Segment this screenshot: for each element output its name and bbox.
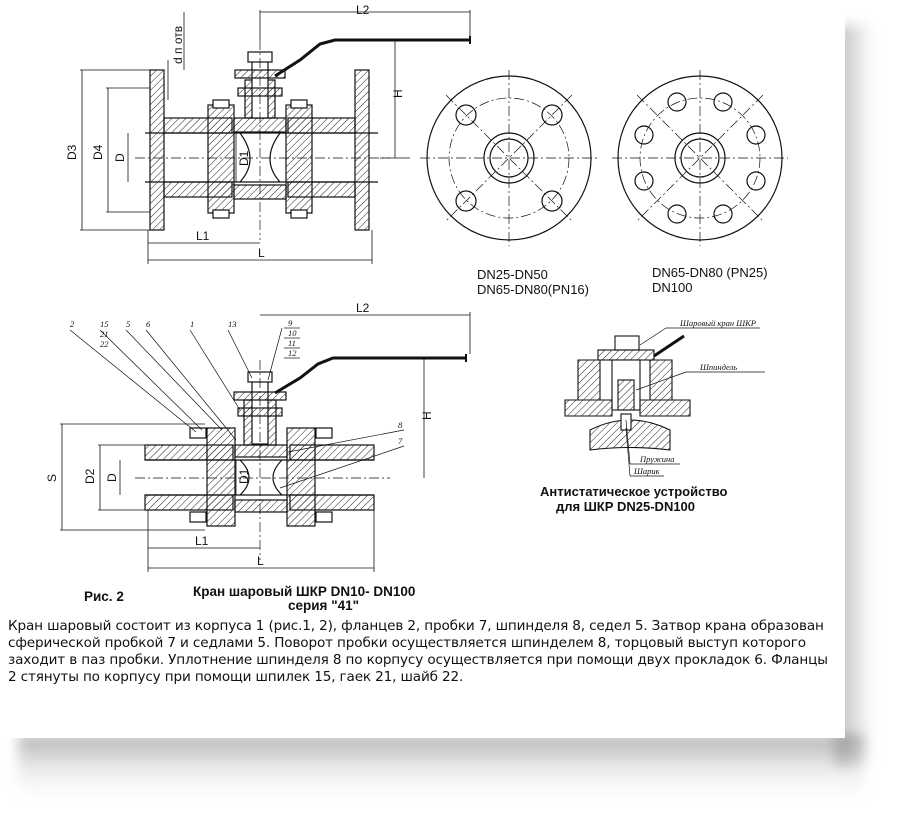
- callout-22: 22: [100, 339, 109, 349]
- label-spring: Пружина: [639, 454, 674, 464]
- dim-d3: D3: [65, 144, 79, 160]
- figure-label: Рис. 2: [84, 589, 124, 604]
- callout-9: 9: [288, 318, 293, 328]
- dim-l2-top: L2: [356, 3, 370, 17]
- label-ball: Шарик: [633, 466, 661, 476]
- flange-caption-left-line2: DN65-DN80(PN16): [477, 282, 589, 297]
- dim-d-bottom: D: [105, 473, 119, 482]
- dim-l-top: L: [258, 246, 265, 260]
- technical-drawing: L2 H D3 D4 D D1 L1 L d п отв: [45, 3, 788, 572]
- callout-5: 5: [126, 319, 130, 329]
- dim-d-n-holes: d п отв: [171, 26, 185, 64]
- flanged-valve-dimension-labels: L2 H D3 D4 D D1 L1 L d п отв: [65, 3, 405, 260]
- antistatic-caption-line2: для ШКР DN25-DN100: [556, 499, 696, 514]
- callout-1: 1: [190, 319, 194, 329]
- figure-title-line1: Кран шаровый ШКР DN10- DN100: [193, 584, 416, 599]
- dim-d1-top: D1: [237, 150, 251, 166]
- dim-l-bottom: L: [257, 554, 264, 568]
- label-spindle: Шпиндель: [699, 362, 737, 372]
- callout-13: 13: [228, 319, 237, 329]
- callout-11: 11: [288, 338, 296, 348]
- label-ball-valve: Шаровый кран ШКР: [679, 318, 756, 328]
- dim-s: S: [45, 474, 59, 482]
- callout-6: 6: [146, 319, 151, 329]
- flange-caption-right-line2: DN100: [652, 280, 693, 295]
- callout-12: 12: [288, 348, 297, 358]
- flange-caption-left-line1: DN25-DN50: [477, 267, 548, 282]
- antistatic-device-detail: [564, 327, 765, 477]
- dim-h-bottom: H: [420, 411, 434, 420]
- flange-face-4-holes: [420, 70, 598, 246]
- dim-d-top: D: [113, 153, 127, 162]
- callout-8: 8: [398, 420, 403, 430]
- figure-title-line2: серия "41": [288, 598, 360, 613]
- threaded-valve-section: [60, 312, 471, 572]
- antistatic-caption-line1: Антистатическое устройство: [540, 484, 728, 499]
- dim-d1-bottom: D1: [237, 468, 251, 484]
- dim-h-top: H: [391, 89, 405, 98]
- dim-d2: D2: [83, 468, 97, 484]
- dim-l1-top: L1: [196, 229, 210, 243]
- dim-l1-bottom: L1: [195, 534, 209, 548]
- description-paragraph: Кран шаровый состоит из корпуса 1 (рис.1…: [8, 618, 828, 685]
- document-page: L2 H D3 D4 D D1 L1 L d п отв: [8, 3, 828, 685]
- callout-2: 2: [70, 319, 75, 329]
- callout-15: 15: [100, 319, 109, 329]
- dim-d4: D4: [91, 144, 105, 160]
- flange-caption-right-line1: DN65-DN80 (PN25): [652, 265, 768, 280]
- flange-face-8-holes: [612, 70, 788, 246]
- callout-21: 21: [100, 329, 109, 339]
- threaded-valve-labels: L2 H S D2 D D1 L1 L 2 15 21 22 5 6 1 13 …: [45, 301, 434, 568]
- callout-7: 7: [398, 436, 403, 446]
- card-shadow-bottom: [18, 735, 863, 797]
- dim-l2-bottom: L2: [356, 301, 370, 315]
- flanged-valve-section: [80, 10, 471, 264]
- callout-10: 10: [288, 328, 297, 338]
- antistatic-labels: Шаровый кран ШКР Шпиндель Пружина Шарик: [633, 318, 756, 476]
